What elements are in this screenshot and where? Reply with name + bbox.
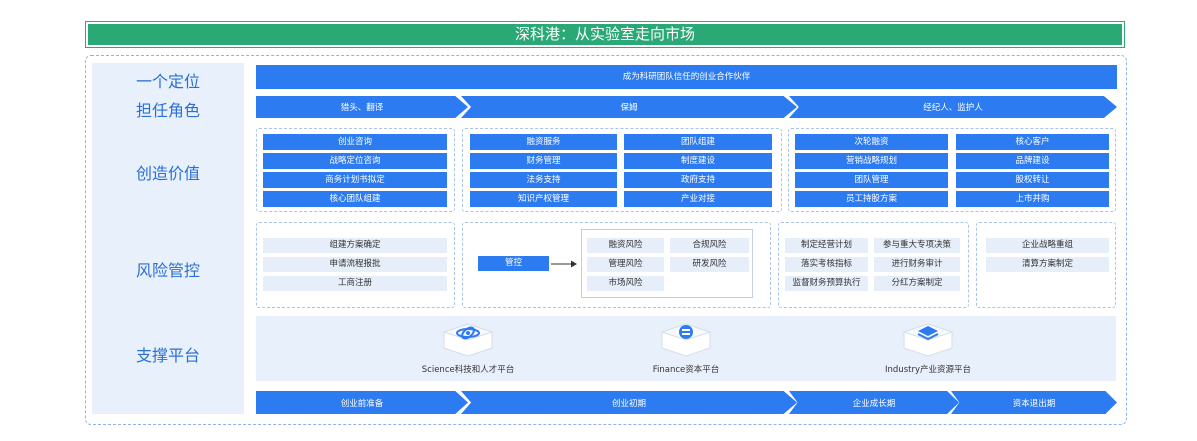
arrow-right-icon — [551, 260, 577, 268]
risk-tag: 申请流程报批 — [263, 257, 447, 272]
diagram-container — [85, 55, 1127, 425]
value-tag: 战略定位咨询 — [263, 153, 447, 169]
stage-arrow-1: 创业前准备 — [256, 391, 468, 414]
stage-arrow-3: 企业成长期 — [789, 391, 959, 414]
value-tag: 核心客户 — [956, 134, 1109, 150]
risk-tag: 分红方案制定 — [874, 276, 960, 291]
value-tag: 制度建设 — [624, 153, 772, 169]
risk-tag: 制定经营计划 — [785, 238, 868, 253]
risk-tag: 合规风险 — [670, 238, 749, 253]
value-tag: 商务计划书拟定 — [263, 172, 447, 188]
risk-tag: 参与重大专项决策 — [874, 238, 960, 253]
risk-group-4 — [976, 222, 1116, 308]
role-arrow-2: 保姆 — [461, 96, 797, 118]
value-tag: 产业对接 — [624, 191, 772, 207]
value-tag: 团队组建 — [624, 134, 772, 150]
value-tag: 员工持股方案 — [795, 191, 948, 207]
row-label-positioning: 一个定位 — [135, 72, 200, 91]
risk-tag: 进行财务审计 — [874, 257, 960, 272]
risk-tag: 融资风险 — [587, 238, 664, 253]
row-label-value: 创造价值 — [135, 164, 200, 183]
value-tag: 团队管理 — [795, 172, 948, 188]
role-arrow-3: 经纪人、监护人 — [789, 96, 1117, 118]
platform-label-finance: Finance资本平台 — [652, 365, 720, 375]
role-arrow-1: 猎头、翻译 — [256, 96, 468, 118]
row-label-column: 一个定位 担任角色 创造价值 风险管控 支撑平台 — [92, 63, 244, 414]
risk-tag: 工商注册 — [263, 276, 447, 291]
risk-tag: 企业战略重组 — [986, 238, 1109, 253]
risk-tag: 组建方案确定 — [263, 238, 447, 253]
value-tag: 政府支持 — [624, 172, 772, 188]
value-tag: 次轮融资 — [795, 134, 948, 150]
platform-label-industry: Industry产业资源平台 — [885, 365, 971, 375]
stage-arrow-4: 资本退出期 — [951, 391, 1117, 414]
atom-icon — [442, 323, 494, 357]
value-tag: 知识产权管理 — [470, 191, 617, 207]
value-tag: 上市并购 — [956, 191, 1109, 207]
risk-tag: 监督财务预算执行 — [785, 276, 868, 291]
risk-tag: 清算方案制定 — [986, 257, 1109, 272]
value-group-2 — [462, 128, 782, 212]
value-tag: 品牌建设 — [956, 153, 1109, 169]
row-label-platform: 支撑平台 — [135, 346, 200, 365]
platform-label-science: Science科技和人才平台 — [421, 365, 515, 375]
value-tag: 法务支持 — [470, 172, 617, 188]
positioning-bar: 成为科研团队信任的创业合作伙伴 — [256, 65, 1117, 89]
risk-tag: 落实考核指标 — [785, 257, 868, 272]
value-group-3 — [788, 128, 1116, 212]
stage-arrow-2: 创业初期 — [461, 391, 797, 414]
value-group-1 — [256, 128, 455, 212]
page-title: 深科港：从实验室走向市场 — [88, 24, 1122, 45]
risk-tag: 市场风险 — [587, 276, 664, 291]
risk-tag: 管理风险 — [587, 257, 664, 272]
risk-group-1 — [256, 222, 455, 308]
layers-icon — [902, 323, 954, 357]
value-tag: 财务管理 — [470, 153, 617, 169]
value-tag: 融资服务 — [470, 134, 617, 150]
value-tag: 核心团队组建 — [263, 191, 447, 207]
risk-tag: 研发风险 — [670, 257, 749, 272]
control-tag: 管控 — [478, 256, 549, 271]
row-label-risk: 风险管控 — [135, 261, 200, 280]
value-tag: 创业咨询 — [263, 134, 447, 150]
row-label-roles: 担任角色 — [135, 101, 200, 120]
risk-group-2 — [462, 222, 771, 308]
value-tag: 营销战略规划 — [795, 153, 948, 169]
finance-icon — [660, 323, 712, 357]
risk-group-3 — [778, 222, 969, 308]
value-tag: 股权转让 — [956, 172, 1109, 188]
